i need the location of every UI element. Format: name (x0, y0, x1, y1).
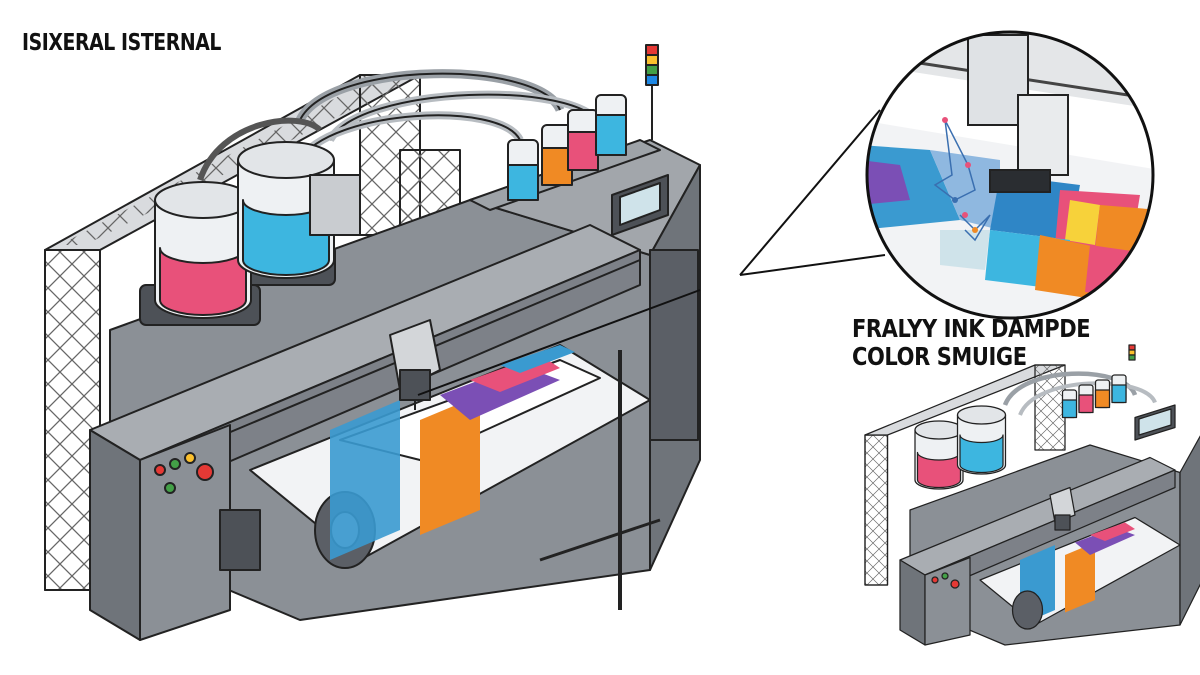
main-printer (44, 44, 701, 641)
printed-pattern (330, 345, 575, 560)
ink-tanks (139, 141, 361, 326)
stack-light-icon (645, 44, 659, 140)
callout-caption-line-2: COLOR SMUIGE (852, 342, 1027, 371)
callout-lines (417, 109, 886, 396)
print-head (389, 319, 441, 410)
magnifier-callout-icon (865, 30, 1155, 320)
small-printer (864, 344, 1200, 646)
callout-caption-line-1: FRALYY INK DAMPDE (852, 314, 1091, 343)
ink-bottles (469, 94, 661, 211)
control-screen-icon (611, 174, 669, 236)
page-title: ISIXERAL ISTERNAL (22, 30, 222, 56)
control-buttons-icon (154, 452, 214, 494)
